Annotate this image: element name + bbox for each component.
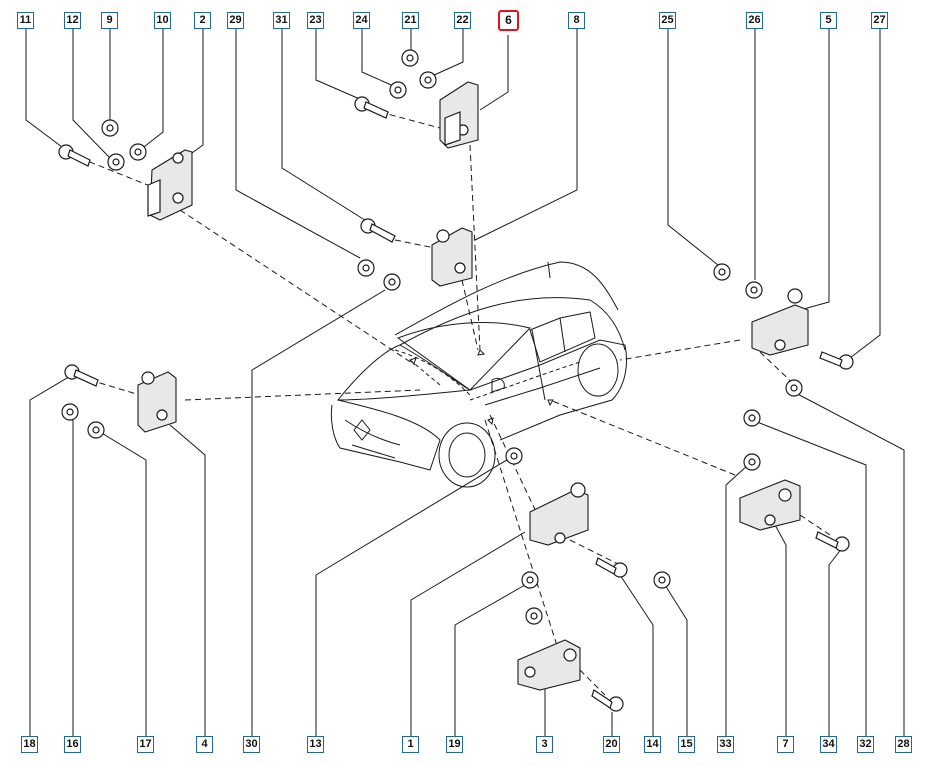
callout-24[interactable]: 24 (353, 12, 370, 29)
callout-1[interactable]: 1 (402, 736, 419, 753)
hinge-bottom-center (529, 482, 589, 546)
callout-19[interactable]: 19 (446, 736, 463, 753)
callout-17[interactable]: 17 (137, 736, 154, 753)
callout-29[interactable]: 29 (227, 12, 244, 29)
callout-27[interactable]: 27 (871, 12, 888, 29)
callout-13[interactable]: 13 (307, 736, 324, 753)
leader-lines (25, 28, 905, 736)
callout-32[interactable]: 32 (857, 736, 874, 753)
callout-18[interactable]: 18 (21, 736, 38, 753)
callout-4[interactable]: 4 (196, 736, 213, 753)
callout-16[interactable]: 16 (64, 736, 81, 753)
hinge-top-center (439, 81, 479, 149)
callout-8[interactable]: 8 (568, 12, 585, 29)
hinge-bottom (517, 639, 581, 691)
hinge-mid-center (431, 227, 473, 287)
callout-14[interactable]: 14 (644, 736, 661, 753)
callout-22[interactable]: 22 (454, 12, 471, 29)
callout-5[interactable]: 5 (820, 12, 837, 29)
hinge-left (137, 371, 177, 433)
callout-25[interactable]: 25 (659, 12, 676, 29)
car-illustration (330, 261, 627, 488)
callout-21[interactable]: 21 (402, 12, 419, 29)
callout-20[interactable]: 20 (603, 736, 620, 753)
callout-7[interactable]: 7 (777, 736, 794, 753)
callout-28[interactable]: 28 (895, 736, 912, 753)
callout-15[interactable]: 15 (678, 736, 695, 753)
callout-34[interactable]: 34 (820, 736, 837, 753)
callout-2[interactable]: 2 (194, 12, 211, 29)
callout-26[interactable]: 26 (746, 12, 763, 29)
callout-9[interactable]: 9 (101, 12, 118, 29)
callout-10[interactable]: 10 (154, 12, 171, 29)
callout-30[interactable]: 30 (243, 736, 260, 753)
hinge-right-bottom (739, 479, 801, 531)
hinge-right-top (751, 288, 809, 356)
callout-23[interactable]: 23 (307, 12, 324, 29)
callout-33[interactable]: 33 (717, 736, 734, 753)
callout-3[interactable]: 3 (536, 736, 553, 753)
callout-12[interactable]: 12 (64, 12, 81, 29)
callout-31[interactable]: 31 (273, 12, 290, 29)
hinge-top-left (147, 149, 193, 221)
callout-6[interactable]: 6 (498, 10, 519, 31)
fasteners (58, 49, 854, 712)
callout-11[interactable]: 11 (17, 12, 34, 29)
